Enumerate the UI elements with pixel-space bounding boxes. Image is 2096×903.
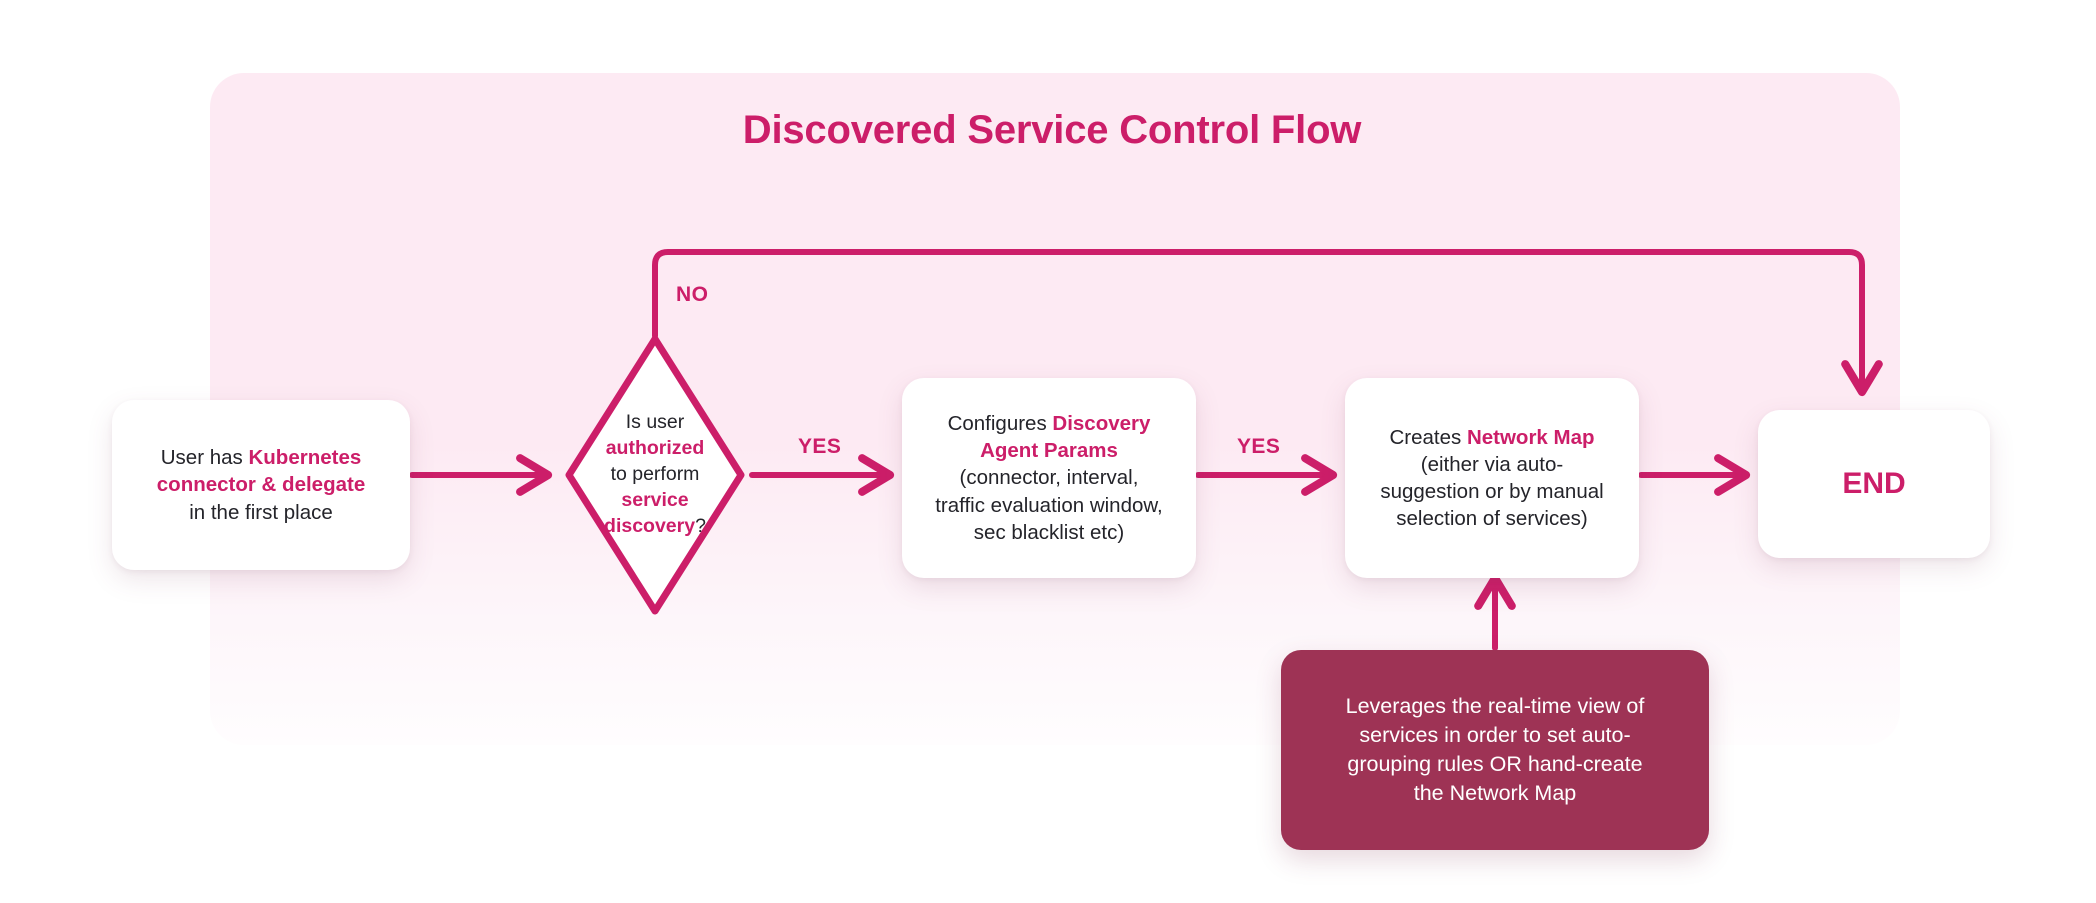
note-line-3: the Network Map bbox=[1413, 781, 1577, 806]
page-title-text: Discovered Service Control Flow bbox=[742, 108, 1362, 152]
node-netmap-line-2-plain: suggestion or by manual bbox=[1380, 480, 1604, 503]
node-decision-line-2-plain: to perform bbox=[610, 463, 700, 486]
node-netmap-line-3-plain: selection of services) bbox=[1396, 507, 1588, 531]
node-user-line-0-highlight: Kubernetes bbox=[248, 446, 362, 470]
note-line-0: Leverages the real-time view of bbox=[1345, 693, 1645, 718]
note-line-1: services in order to set auto- bbox=[1359, 722, 1631, 747]
node-end-label: END bbox=[1842, 467, 1906, 501]
edge-label-yes-1: YES bbox=[798, 435, 842, 458]
node-netmap-text: Creates Network Map (either via auto- su… bbox=[1380, 424, 1603, 532]
edge-label-yes-2: YES bbox=[1237, 435, 1281, 458]
node-netmap-line-0-highlight: Network Map bbox=[1466, 425, 1595, 449]
node-is-user-authorized[interactable]: Is user authorized to perform service di… bbox=[560, 330, 750, 620]
node-netmap-line-0-plain: Creates bbox=[1389, 425, 1467, 449]
note-line-2: grouping rules OR hand-create bbox=[1347, 752, 1643, 776]
node-params-line-0-highlight: Discovery bbox=[1052, 412, 1151, 436]
node-decision-line-1-highlight: authorized bbox=[605, 437, 705, 460]
node-decision-line-3-highlight: service discovery bbox=[604, 488, 696, 537]
node-decision-text: Is user authorized to perform service di… bbox=[568, 410, 742, 540]
node-netmap-line-1-plain: (either via auto- bbox=[1420, 452, 1564, 476]
node-user-has-connector[interactable]: User has Kubernetes connector & delegate… bbox=[112, 400, 410, 570]
note-network-map-leverages[interactable]: Leverages the real-time view of services… bbox=[1281, 650, 1709, 850]
node-user-line-1-highlight: connector & delegate bbox=[156, 473, 366, 497]
page-title: Discovered Service Control Flow bbox=[0, 108, 2096, 153]
node-params-line-3-plain: traffic evaluation window, bbox=[935, 493, 1163, 517]
node-params-line-1-highlight: Agent Params bbox=[980, 439, 1118, 463]
edge-label-no: NO bbox=[676, 283, 709, 306]
node-params-line-4-plain: sec blacklist etc) bbox=[973, 520, 1125, 544]
node-end[interactable]: END bbox=[1758, 410, 1990, 558]
node-user-line-2-plain: in the first place bbox=[189, 500, 333, 524]
node-creates-network-map[interactable]: Creates Network Map (either via auto- su… bbox=[1345, 378, 1639, 578]
node-user-line-0-plain: User has bbox=[160, 446, 249, 470]
node-params-line-0-plain: Configures bbox=[947, 412, 1053, 436]
node-configures-discovery-agent-params[interactable]: Configures Discovery Agent Params (conne… bbox=[902, 378, 1196, 578]
node-decision-line-3-after: ? bbox=[695, 514, 706, 537]
diamond-shape bbox=[565, 335, 745, 615]
note-text: Leverages the real-time view of services… bbox=[1346, 692, 1645, 809]
node-params-text: Configures Discovery Agent Params (conne… bbox=[935, 410, 1163, 545]
node-user-text: User has Kubernetes connector & delegate… bbox=[157, 444, 365, 525]
node-decision-line-0-plain: Is user bbox=[625, 411, 685, 434]
node-params-line-2-plain: (connector, interval, bbox=[959, 466, 1139, 490]
